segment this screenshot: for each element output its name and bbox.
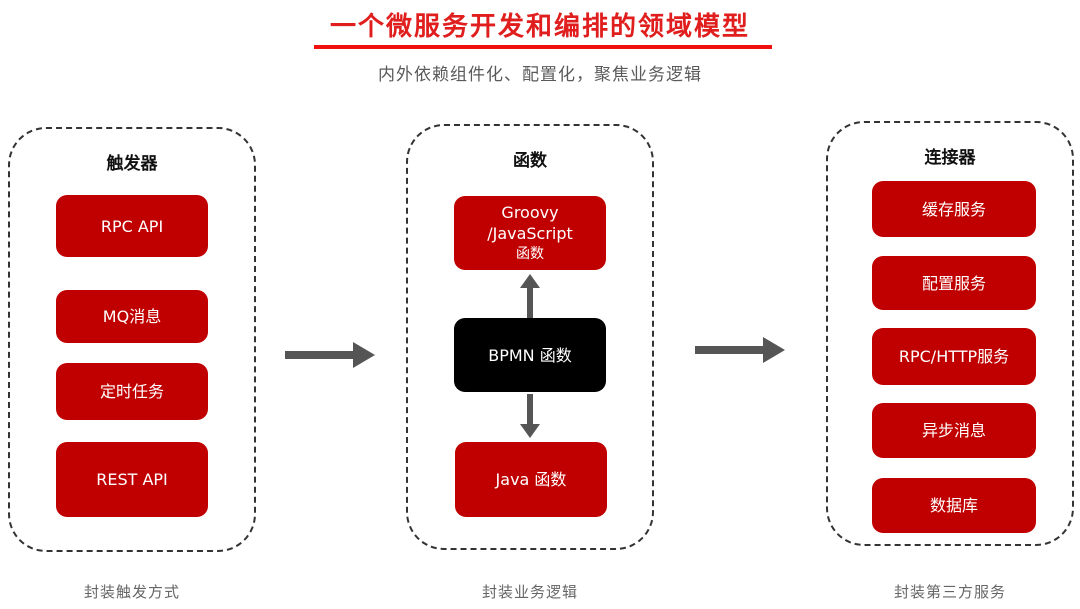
connectors-panel-title: 连接器 xyxy=(924,148,976,168)
triggers-caption: 封装触发方式 xyxy=(83,583,180,601)
function-label: 函数 xyxy=(516,245,544,262)
connectors-caption: 封装第三方服务 xyxy=(893,583,1006,601)
functions-panel: 函数 Groovy /JavaScript 函数 BPMN 函数 Java 函数 xyxy=(406,124,654,550)
trigger-rest-api: REST API xyxy=(56,442,208,517)
trigger-mq-message: MQ消息 xyxy=(56,290,208,343)
arrow-down-icon xyxy=(520,394,540,438)
functions-panel-title: 函数 xyxy=(513,151,547,171)
triggers-panel: 触发器 RPC API MQ消息 定时任务 REST API xyxy=(8,127,256,552)
bpmn-function: BPMN 函数 xyxy=(454,318,606,392)
arrow-right-icon xyxy=(695,337,785,363)
connector-config-service: 配置服务 xyxy=(872,256,1036,310)
connector-rpc-http-service: RPC/HTTP服务 xyxy=(872,328,1036,385)
javascript-label: /JavaScript xyxy=(487,223,573,243)
triggers-panel-title: 触发器 xyxy=(106,154,158,174)
connector-database: 数据库 xyxy=(872,478,1036,533)
connector-async-message: 异步消息 xyxy=(872,403,1036,458)
connectors-panel: 连接器 缓存服务 配置服务 RPC/HTTP服务 异步消息 数据库 xyxy=(826,121,1074,546)
connector-cache-service: 缓存服务 xyxy=(872,181,1036,237)
functions-caption: 封装业务逻辑 xyxy=(481,583,578,601)
arrow-up-icon xyxy=(520,274,540,318)
trigger-scheduled-task: 定时任务 xyxy=(56,363,208,420)
trigger-rpc-api: RPC API xyxy=(56,195,208,257)
arrow-right-icon xyxy=(285,342,375,368)
groovy-label: Groovy xyxy=(501,202,559,222)
title-underline xyxy=(314,45,772,49)
page-subtitle: 内外依赖组件化、配置化，聚焦业务逻辑 xyxy=(378,65,702,85)
groovy-javascript-function: Groovy /JavaScript 函数 xyxy=(454,196,606,270)
page-title: 一个微服务开发和编排的领域模型 xyxy=(329,12,750,42)
java-function: Java 函数 xyxy=(455,442,607,517)
